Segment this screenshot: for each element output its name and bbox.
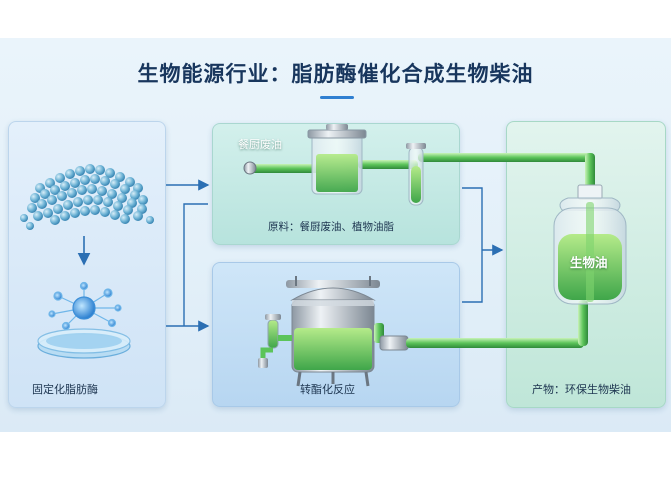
title-underline [320,96,354,99]
feedstock-label: 原料：餐厨废油、植物油脂 [268,221,394,233]
diagram-canvas: 生物能源行业：脂肪酶催化合成生物柴油 [0,38,671,432]
product-label: 产物：环保生物柴油 [532,383,631,396]
diagram-title: 生物能源行业：脂肪酶催化合成生物柴油 [137,62,534,86]
biodiesel-tank-label: 生物油 [570,255,608,270]
petri-dish-icon [37,328,131,359]
connector-arrows [166,179,504,332]
diagram-graphics [20,124,627,387]
waste-oil-beaker-icon [307,124,367,195]
inlet-valve-icon [258,314,292,368]
enzyme-beads-pile [20,164,154,230]
test-tube-icon [406,143,426,206]
enzyme-label: 固定化脂肪酶 [32,383,98,396]
oil-pipeline-bottom [374,300,588,351]
feedstock-tag: 餐厨废油 [238,138,282,151]
reactor-vessel-icon [286,276,380,387]
lipase-molecule-icon [48,281,122,331]
biodiesel-tank-icon [553,184,627,305]
reaction-label: 转酯化反应 [300,383,355,396]
